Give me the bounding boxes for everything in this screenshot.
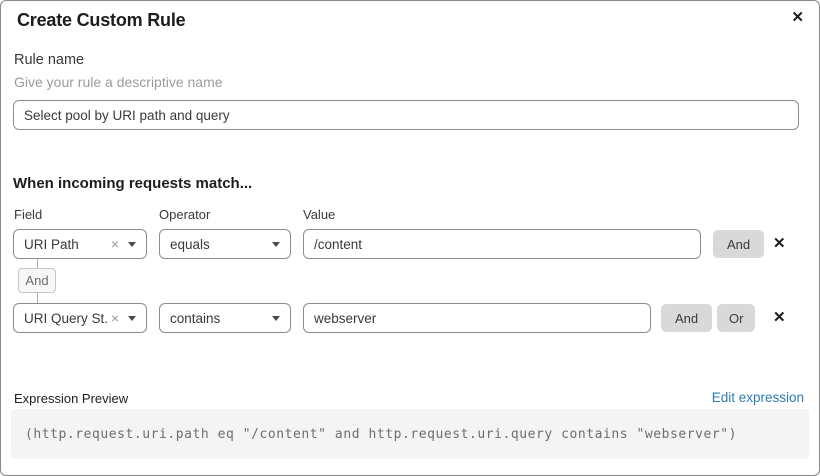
match-section-heading: When incoming requests match...: [13, 175, 253, 192]
chevron-down-icon: [128, 241, 136, 247]
operator-select[interactable]: equals: [159, 229, 291, 259]
expression-code: (http.request.uri.path eq "/content" and…: [25, 426, 738, 442]
field-column-label: Field: [14, 207, 43, 222]
connector-line: [37, 293, 38, 303]
field-select[interactable]: URI Path ×: [13, 229, 147, 259]
and-button[interactable]: And: [661, 304, 713, 332]
clear-selection-icon[interactable]: ×: [110, 236, 119, 252]
chevron-down-icon: [272, 315, 280, 321]
chevron-down-icon: [272, 241, 280, 247]
field-select[interactable]: URI Query St... ×: [13, 303, 147, 333]
clear-selection-icon[interactable]: ×: [110, 310, 119, 326]
rule-name-hint: Give your rule a descriptive name: [14, 74, 223, 90]
close-icon[interactable]: ✕: [791, 9, 804, 26]
value-column-label: Value: [303, 207, 336, 222]
connector-label: And: [25, 273, 49, 288]
rule-name-label: Rule name: [14, 52, 85, 68]
value-input[interactable]: [303, 303, 651, 333]
field-select-value: URI Query St...: [24, 310, 107, 326]
condition-row: URI Path × equals And ✕: [1, 229, 819, 259]
operator-select-value: contains: [170, 310, 221, 326]
remove-row-icon[interactable]: ✕: [773, 309, 786, 326]
dialog-title: Create Custom Rule: [17, 10, 186, 30]
chevron-down-icon: [128, 315, 136, 321]
connector-line: [37, 259, 38, 268]
expression-preview-label: Expression Preview: [14, 391, 129, 406]
field-select-value: URI Path: [24, 236, 79, 252]
expression-preview-box: (http.request.uri.path eq "/content" and…: [11, 409, 809, 459]
edit-expression-link[interactable]: Edit expression: [711, 390, 804, 405]
connector-and-chip: And: [18, 268, 56, 293]
operator-column-label: Operator: [159, 207, 211, 222]
value-input[interactable]: [303, 229, 701, 259]
condition-row: URI Query St... × contains And Or ✕: [1, 303, 819, 333]
operator-select-value: equals: [170, 236, 210, 252]
operator-select[interactable]: contains: [159, 303, 291, 333]
remove-row-icon[interactable]: ✕: [773, 235, 786, 252]
rule-name-input[interactable]: [13, 100, 799, 130]
or-button[interactable]: Or: [717, 304, 756, 332]
and-button[interactable]: And: [713, 230, 765, 258]
